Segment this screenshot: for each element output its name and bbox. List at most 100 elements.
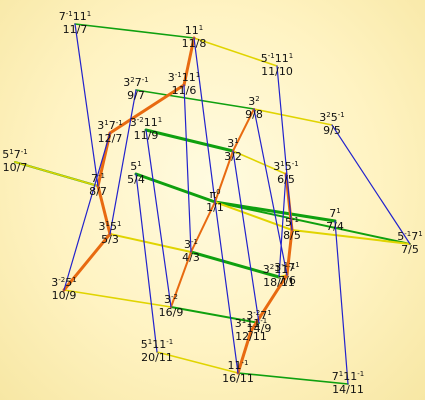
node-ratio: 7/4 bbox=[326, 220, 344, 233]
lattice-node-n6: 325-19/5 bbox=[319, 111, 344, 137]
node-ratio: 20/11 bbox=[141, 351, 173, 364]
axis-3-edge bbox=[236, 329, 253, 375]
lattice-node-n14: π01/1 bbox=[206, 188, 224, 214]
node-monomial: 317-1 bbox=[97, 119, 122, 132]
axis-11-edge bbox=[237, 372, 349, 385]
node-monomial: 5-171 bbox=[397, 230, 422, 243]
node-ratio: 9/5 bbox=[323, 124, 341, 137]
axis-7-edge bbox=[193, 37, 216, 203]
node-monomial: 11-1 bbox=[228, 359, 249, 372]
node-ratio: 12/7 bbox=[98, 132, 123, 145]
lattice-edges bbox=[14, 23, 411, 385]
axis-11-edge bbox=[144, 128, 235, 153]
axis-7-edge bbox=[278, 173, 287, 278]
axis-11-edge bbox=[134, 172, 217, 204]
node-ratio: 14/9 bbox=[247, 322, 272, 335]
node-monomial: 5111-1 bbox=[141, 338, 173, 351]
node-ratio: 5/4 bbox=[127, 173, 145, 186]
node-ratio: 9/7 bbox=[127, 89, 145, 102]
axis-7-edge bbox=[74, 23, 99, 187]
axis-7-edge bbox=[232, 150, 260, 324]
node-monomial: 5-1111 bbox=[261, 52, 293, 65]
axis-5-edge bbox=[63, 289, 172, 308]
axis-7-edge bbox=[253, 108, 288, 276]
lattice-node-n26: 5111-120/11 bbox=[141, 338, 173, 364]
node-ratio: 3/2 bbox=[224, 150, 242, 163]
lattice-node-n25: 3111-112/11 bbox=[235, 317, 267, 343]
node-ratio: 11/9 bbox=[134, 129, 159, 142]
axis-3-edge bbox=[96, 184, 112, 236]
node-ratio: 8/7 bbox=[89, 185, 107, 198]
axis-3-edge bbox=[285, 228, 294, 277]
axis-5-edge bbox=[232, 150, 287, 175]
node-monomial: 51 bbox=[130, 160, 141, 173]
node-ratio: 14/11 bbox=[332, 383, 364, 396]
axis-7-edge bbox=[334, 220, 349, 385]
node-monomial: 71 bbox=[329, 207, 340, 220]
lattice-node-n27: 11-116/11 bbox=[222, 359, 254, 385]
axis-7-edge bbox=[214, 201, 239, 374]
axis-3-edge bbox=[170, 251, 192, 308]
lattice-node-n15: 717/4 bbox=[326, 207, 344, 233]
axis-5-edge bbox=[14, 161, 99, 187]
node-monomial: π0 bbox=[209, 188, 220, 201]
axis-7-edge bbox=[145, 129, 172, 308]
lattice-node-n10: 315-16/5 bbox=[273, 160, 298, 186]
node-ratio: 11/8 bbox=[182, 37, 207, 50]
lattice-node-n11: 517-110/7 bbox=[2, 148, 27, 174]
node-monomial: 3211-1 bbox=[263, 263, 295, 276]
node-monomial: 7111-1 bbox=[332, 370, 364, 383]
node-monomial: 3-171 bbox=[274, 261, 299, 274]
node-monomial: 3-2111 bbox=[130, 116, 162, 129]
lattice-node-n9: 313/2 bbox=[224, 137, 242, 163]
axis-3-edge bbox=[232, 108, 255, 152]
node-ratio: 8/5 bbox=[283, 229, 301, 242]
node-ratio: 12/11 bbox=[235, 330, 267, 343]
axis-5-edge bbox=[253, 108, 333, 126]
node-monomial: 7-1111 bbox=[59, 10, 91, 23]
lattice-node-n20: 3211-118/11 bbox=[263, 263, 295, 289]
axis-3-edge bbox=[214, 150, 234, 203]
axis-7-edge bbox=[331, 124, 411, 245]
node-ratio: 16/11 bbox=[222, 372, 254, 385]
axis-7-edge bbox=[135, 173, 158, 353]
node-ratio: 11/7 bbox=[63, 23, 88, 36]
node-monomial: 3-1 bbox=[184, 238, 198, 251]
node-monomial: 3-1111 bbox=[168, 71, 200, 84]
node-ratio: 11/6 bbox=[172, 84, 197, 97]
axis-3-edge bbox=[108, 83, 186, 135]
axis-3-edge bbox=[62, 232, 112, 292]
node-ratio: 7/5 bbox=[401, 243, 419, 256]
axis-11-edge bbox=[189, 250, 281, 279]
node-ratio: 10/9 bbox=[52, 289, 77, 302]
axis-5-edge bbox=[214, 201, 293, 231]
node-monomial: 325-1 bbox=[319, 111, 344, 124]
axis-5-edge bbox=[291, 229, 411, 245]
node-monomial: 3-271 bbox=[246, 309, 271, 322]
node-ratio: 6/5 bbox=[277, 173, 295, 186]
node-monomial: 3111-1 bbox=[235, 317, 267, 330]
axis-11-edge bbox=[213, 200, 337, 223]
axis-3-edge bbox=[182, 36, 196, 87]
lattice-node-n3: 327-19/7 bbox=[123, 76, 148, 102]
lattice-node-n23: 3-216/9 bbox=[159, 293, 184, 319]
axis-11-edge bbox=[135, 89, 255, 110]
node-monomial: 32 bbox=[248, 95, 259, 108]
node-monomial: 327-1 bbox=[123, 76, 148, 89]
node-ratio: 1/1 bbox=[206, 201, 224, 214]
lattice-node-n7: 317-112/7 bbox=[97, 119, 122, 145]
lattice-node-n19: 3-14/3 bbox=[182, 238, 200, 264]
axis-3-edge bbox=[190, 201, 216, 253]
axis-11-edge bbox=[170, 306, 260, 324]
node-ratio: 5/3 bbox=[101, 233, 119, 246]
axis-5-edge bbox=[193, 37, 278, 67]
